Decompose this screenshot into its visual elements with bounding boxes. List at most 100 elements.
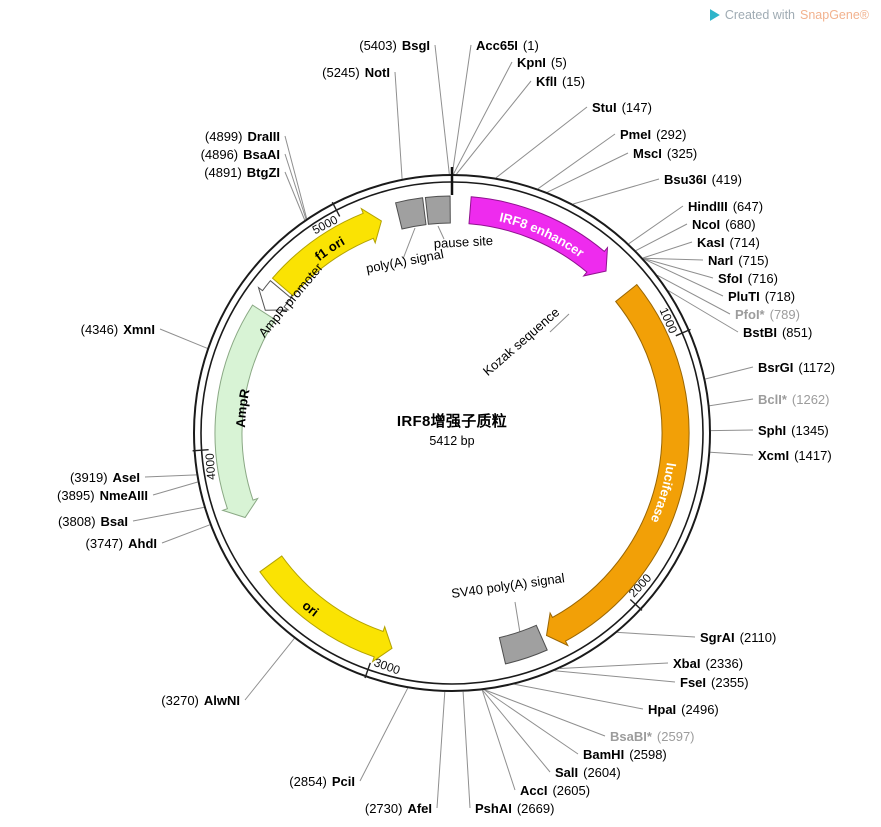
enzyme-label-part: (851) (782, 325, 812, 340)
enzyme-label-part: (1417) (794, 448, 832, 463)
enzyme-site-label-noti: (5245)NotI (322, 65, 390, 80)
enzyme-label-part: (4346) (81, 322, 119, 337)
enzyme-label-part: (715) (738, 253, 768, 268)
tick-label-4000: 4000 (203, 452, 219, 480)
enzyme-site-label-ahdi: (3747)AhdI (86, 536, 157, 551)
enzyme-label-part: (4896) (201, 147, 239, 162)
enzyme-label-part: NarI (708, 253, 733, 268)
feature-sv40-poly-a-signal (498, 624, 548, 665)
enzyme-label-part: (718) (765, 289, 795, 304)
enzyme-label-part: Acc65I (476, 38, 518, 53)
enzyme-leader-line (709, 398, 754, 407)
enzyme-leader-line (132, 506, 204, 522)
enzyme-label-part: FseI (680, 675, 706, 690)
annotation-leader-line (514, 601, 521, 634)
enzyme-site-label-sfoi: SfoI (716) (718, 271, 778, 286)
enzyme-label-part: (2336) (705, 656, 743, 671)
enzyme-label-part: (3895) (57, 488, 95, 503)
enzyme-label-part: (15) (562, 74, 585, 89)
enzyme-label-part: (2597) (657, 729, 695, 744)
enzyme-label-part: (419) (712, 172, 742, 187)
tick-mark (675, 328, 691, 337)
enzyme-label-part: AlwNI (204, 693, 240, 708)
enzyme-site-label-kfli: KflI(15) (536, 74, 585, 89)
enzyme-site-label-sgrai: SgrAI(2110) (700, 630, 776, 645)
enzyme-site-label-kasi: KasI(714) (697, 235, 760, 250)
enzyme-leader-line (284, 135, 308, 219)
tick-mark (629, 598, 643, 611)
enzyme-leader-line (642, 241, 693, 259)
plasmid-title-block: IRF8增强子质粒 5412 bp (397, 410, 507, 448)
annotation-pause-site: pause site (433, 233, 493, 251)
enzyme-label-part: MscI (633, 146, 662, 161)
enzyme-label-part: (1) (523, 38, 539, 53)
enzyme-site-label-bsu36i: Bsu36I(419) (664, 172, 742, 187)
enzyme-leader-line (394, 71, 403, 179)
feature-luciferase (545, 283, 690, 647)
enzyme-site-label-pmei: PmeI (292) (620, 127, 686, 142)
enzyme-site-label-alwni: (3270)AlwNI (161, 693, 240, 708)
enzyme-label-part: PciI (332, 774, 355, 789)
annotation-leader-line (549, 313, 570, 333)
enzyme-label-part: BsrGI (758, 360, 793, 375)
enzyme-leader-line (547, 152, 629, 193)
enzyme-label-part: PmeI (620, 127, 651, 142)
enzyme-site-label-xbai: XbaI (2336) (673, 656, 743, 671)
enzyme-label-part: (2604) (583, 765, 621, 780)
enzyme-label-part: BclI* (758, 392, 788, 407)
enzyme-label-part: KpnI (517, 55, 546, 70)
tick-mark (192, 449, 209, 452)
enzyme-site-label-afei: (2730) AfeI (365, 801, 432, 816)
enzyme-label-part: XbaI (673, 656, 700, 671)
enzyme-label-part: StuI (592, 100, 617, 115)
enzyme-label-part: (325) (667, 146, 697, 161)
enzyme-label-part: BsaI (101, 514, 128, 529)
feature-irf8-enhancer (468, 196, 609, 277)
feature-ampr-promoter (257, 279, 292, 311)
enzyme-leader-line (484, 689, 606, 737)
enzyme-site-label-asei: (3919)AseI (70, 470, 140, 485)
enzyme-site-label-bsaai: (4896)BsaAI (201, 147, 280, 162)
enzyme-label-part: (147) (622, 100, 652, 115)
enzyme-leader-line (635, 223, 688, 252)
enzyme-label-part: BstBI (743, 325, 777, 340)
enzyme-label-part: (2854) (289, 774, 327, 789)
enzyme-site-label-bsai: (3808)BsaI (58, 514, 128, 529)
enzyme-label-part: (292) (656, 127, 686, 142)
enzyme-label-part: (716) (748, 271, 778, 286)
snapgene-logo-icon (709, 9, 720, 21)
enzyme-leader-line (667, 290, 739, 333)
enzyme-leader-line (244, 638, 295, 701)
enzyme-site-label-bsrgi: BsrGI(1172) (758, 360, 835, 375)
enzyme-label-part: XcmI (758, 448, 789, 463)
enzyme-site-label-xmni: (4346)XmnI (81, 322, 155, 337)
enzyme-label-part: (4891) (204, 165, 242, 180)
enzyme-leader-line (554, 670, 676, 683)
enzyme-leader-line (617, 631, 696, 638)
enzyme-label-part: PfoI* (735, 307, 766, 322)
enzyme-site-label-bcli: BclI*(1262) (758, 392, 829, 407)
enzyme-leader-line (643, 258, 724, 297)
enzyme-leader-line (161, 524, 210, 544)
feature-ori (259, 555, 393, 663)
enzyme-site-label-bstbi: BstBI (851) (743, 325, 812, 340)
enzyme-label-part: (2730) (365, 801, 403, 816)
enzyme-site-label-sali: SalI(2604) (555, 765, 621, 780)
enzyme-label-part: SgrAI (700, 630, 735, 645)
enzyme-label-part: AccI (520, 783, 547, 798)
enzyme-leader-line (514, 683, 644, 710)
enzyme-leader-line (710, 429, 754, 432)
enzyme-leader-line (628, 205, 684, 245)
enzyme-leader-line (710, 451, 754, 456)
enzyme-leader-line (144, 474, 197, 478)
plasmid-name: IRF8增强子质粒 (396, 413, 508, 430)
enzyme-label-part: (647) (733, 199, 763, 214)
enzyme-label-part: AfeI (407, 801, 432, 816)
tick-mark (331, 201, 341, 217)
enzyme-label-part: SfoI (718, 271, 743, 286)
annotation-leader-line (437, 225, 445, 240)
enzyme-site-label-nari: NarI (715) (708, 253, 769, 268)
enzyme-site-label-bamhi: BamHI(2598) (583, 747, 667, 762)
feature-pause-site (424, 195, 451, 225)
